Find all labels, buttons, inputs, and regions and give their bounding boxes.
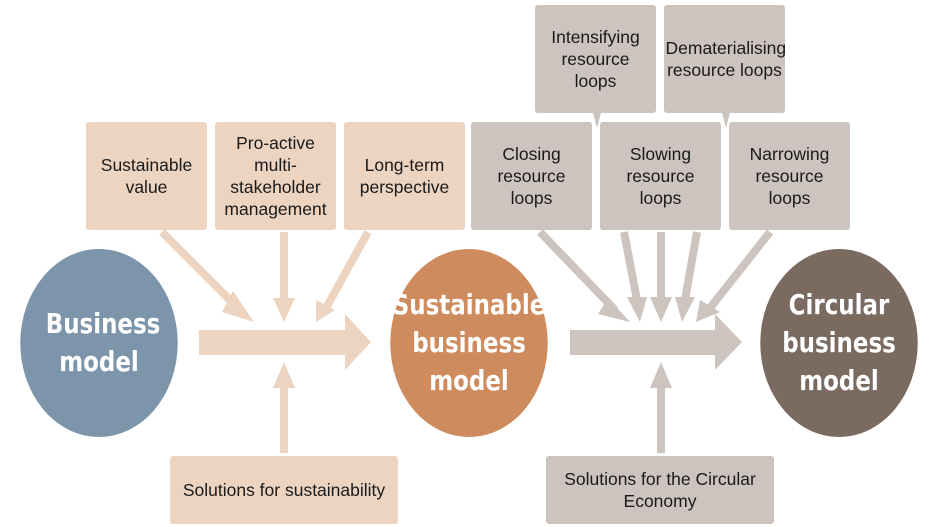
sustainable-business-model-circle: Sustainable business model: [390, 249, 548, 437]
arrow-from-narrowing: [706, 229, 774, 311]
arrow-from-closing: [537, 229, 618, 313]
closing-loops-box: Closing resource loops: [471, 122, 592, 230]
business-model-label: Business model: [45, 307, 161, 378]
sustainable-value-label: Sustainable value: [100, 155, 193, 197]
slowing-loops-label: Slowing resource loops: [626, 144, 695, 208]
circular-business-model-circle: Circular business model: [760, 249, 918, 437]
narrowing-loops-label: Narrowing resource loops: [749, 144, 830, 208]
stakeholder-management-label: Pro-active multi-stakeholder management: [224, 133, 327, 219]
long-term-perspective-box: Long-term perspective: [344, 122, 465, 230]
solutions-circular-label: Solutions for the Circular Economy: [564, 469, 756, 511]
sustainable-business-model-label: Sustainable business model: [392, 288, 546, 397]
circular-inbound-arrows: [537, 229, 774, 453]
arrow-from-intensifying: [620, 231, 641, 301]
arrow-from-sustainable-value: [159, 229, 243, 313]
slowing-loops-box: Slowing resource loops: [600, 122, 721, 230]
solutions-circular-box: Solutions for the Circular Economy: [546, 456, 774, 524]
business-model-circle: Business model: [20, 249, 178, 437]
main-arrow-sustainable-to-circular: [570, 314, 742, 370]
sustainability-inbound-arrows: [159, 229, 372, 453]
arrow-from-dematerialising: [681, 231, 701, 301]
closing-loops-label: Closing resource loops: [497, 144, 566, 208]
intensifying-label: Intensifying resource loops: [551, 27, 640, 91]
stakeholder-management-box: Pro-active multi-stakeholder management: [215, 122, 336, 230]
solutions-sustainability-box: Solutions for sustainability: [170, 456, 398, 524]
intensifying-box: Intensifying resource loops: [535, 5, 656, 113]
arrow-from-long-term: [322, 230, 372, 310]
dematerialising-box: Dematerialising resource loops: [664, 5, 787, 113]
sustainable-value-box: Sustainable value: [86, 122, 207, 230]
long-term-perspective-label: Long-term perspective: [359, 155, 450, 197]
main-arrow-business-to-sustainable: [199, 314, 371, 370]
dematerialising-label: Dematerialising resource loops: [665, 38, 787, 80]
circular-business-model-label: Circular business model: [782, 288, 896, 397]
solutions-sustainability-label: Solutions for sustainability: [182, 480, 386, 500]
narrowing-loops-box: Narrowing resource loops: [729, 122, 850, 230]
